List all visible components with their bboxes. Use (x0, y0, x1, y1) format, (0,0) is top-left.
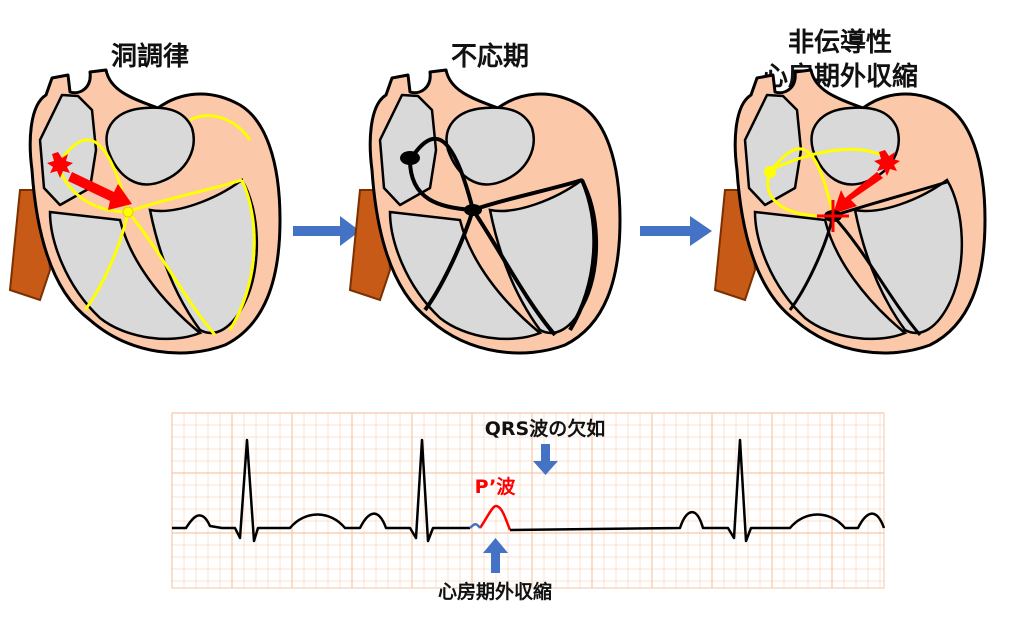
heart-refractory (348, 68, 622, 355)
label-pac: 心房期外収縮 (437, 581, 552, 603)
panel-title-refractory-period: 不応期 (450, 42, 529, 72)
p-prime-wave (478, 504, 512, 531)
ecg-frame (171, 412, 885, 589)
heart-nonconducted-pac (713, 68, 987, 355)
panel-title-nonconducted-pac-line1: 非伝導性 (787, 28, 892, 58)
pac-onset (469, 523, 482, 529)
sa-node-spark-icon (47, 152, 73, 178)
conduction-pathway-ventricular (788, 180, 948, 336)
ecg-trace-continued (509, 438, 886, 543)
arrow-right-icon-2 (640, 216, 712, 246)
qrs-absent-arrow-icon (533, 444, 558, 475)
ecg-trace (172, 438, 470, 543)
sa-node (764, 166, 776, 178)
pac-arrow-icon (483, 538, 508, 573)
label-qrs-absent: QRS波の欠如 (484, 418, 606, 440)
conduction-pathway-active (56, 114, 256, 336)
av-block-mark-icon (817, 200, 849, 232)
ectopic-focus-spark-icon (874, 150, 900, 176)
av-node (464, 204, 482, 216)
impulse-arrow-icon (68, 172, 132, 210)
av-node (122, 206, 134, 218)
label-p-prime-wave: P’波 (474, 476, 516, 498)
conduction-pathway-refractory (408, 136, 597, 337)
heart-sinus-rhythm (8, 68, 282, 355)
ectopic-impulse-arrow-icon (833, 172, 883, 214)
sa-node (400, 151, 420, 165)
panel-title-sinus-rhythm: 洞調律 (110, 42, 189, 72)
panel-title-nonconducted-pac-line2: 心房期外収縮 (761, 62, 918, 92)
arrow-right-icon-1 (293, 216, 360, 246)
